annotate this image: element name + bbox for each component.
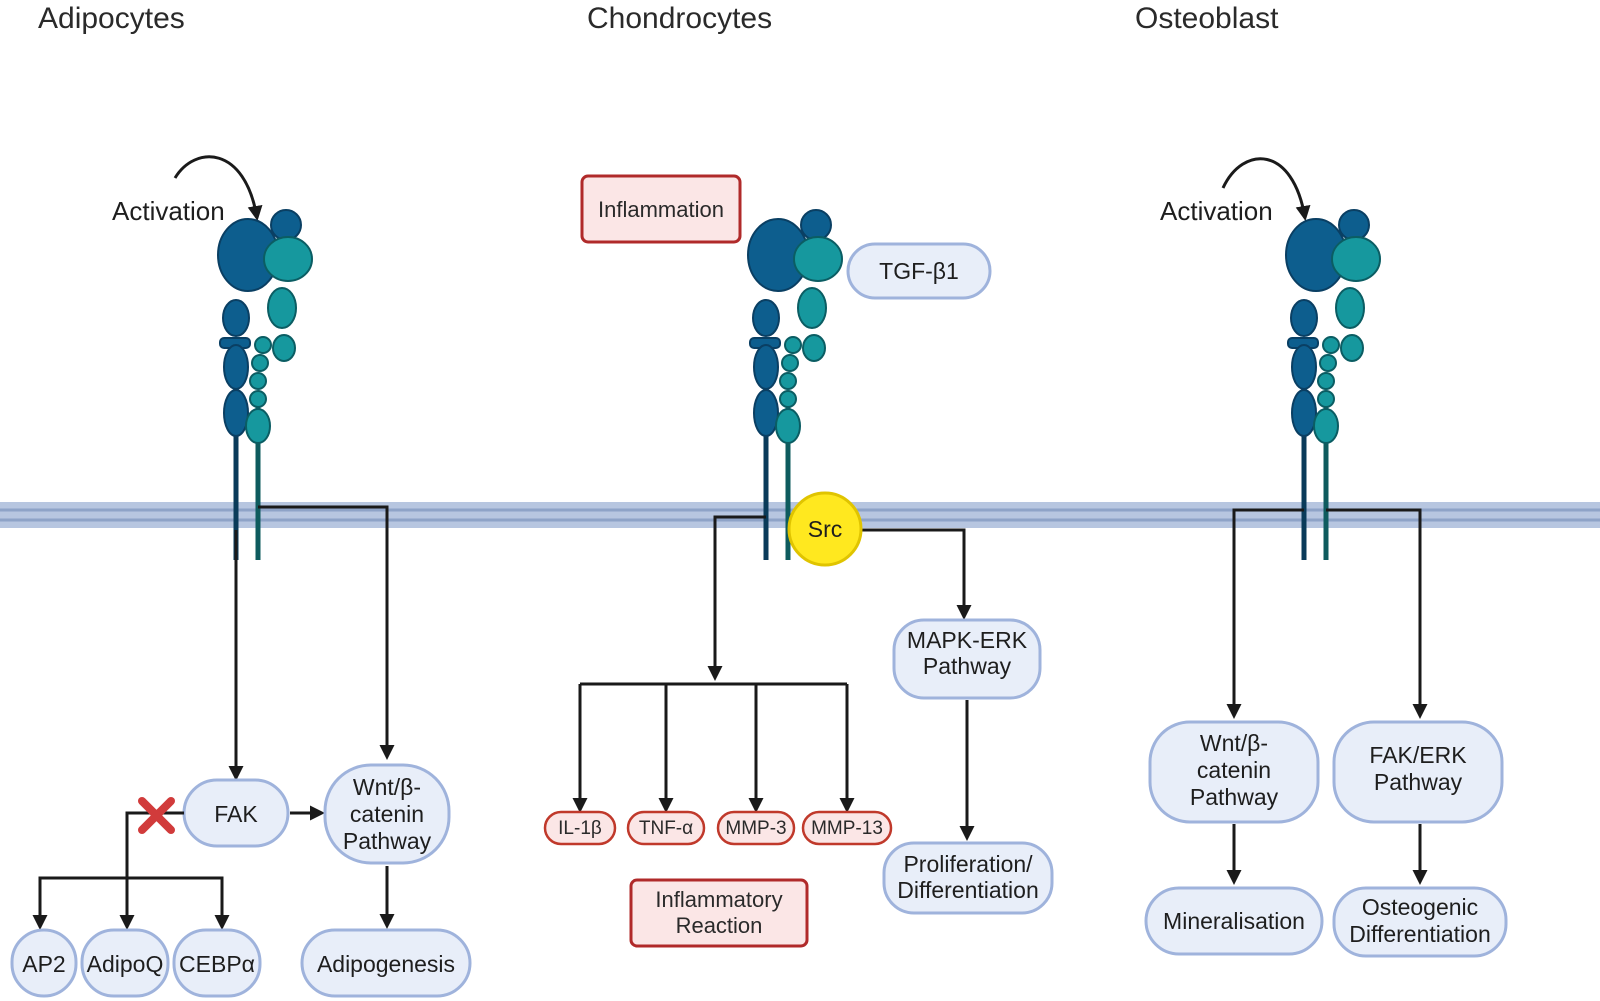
activation-label: Activation xyxy=(112,196,225,226)
adipogenesis-label: Adipogenesis xyxy=(317,951,455,977)
cytokine-node-tnfa xyxy=(626,810,706,846)
osteogenic-label-line2: Differentiation xyxy=(1349,921,1491,947)
arrow-to-cytokines xyxy=(707,515,766,681)
column-title-osteoblast: Osteoblast xyxy=(1135,2,1279,35)
activation-arrow xyxy=(173,155,263,221)
src-label: Src xyxy=(808,516,843,542)
wnt-label-line3: Pathway xyxy=(1190,784,1279,810)
activation-label: Activation xyxy=(1160,196,1273,226)
proliferation-node xyxy=(882,841,1054,915)
cytokine-label-mmp13: MMP-13 xyxy=(811,818,883,839)
inflammation-label: Inflammation xyxy=(598,197,724,222)
inflammation-box xyxy=(580,174,742,244)
adipocytes-column: Activation FAK Wnt/β- catenin Pathway Ad… xyxy=(10,155,472,998)
osteogenic-node xyxy=(1332,886,1508,958)
osteogenic-label-line1: Osteogenic xyxy=(1362,894,1478,920)
wnt-label-line2: catenin xyxy=(350,801,424,827)
mapk-label-line1: MAPK-ERK xyxy=(907,627,1028,653)
target-node-ap2 xyxy=(10,928,78,998)
cytokine-label-mmp3: MMP-3 xyxy=(725,818,786,839)
chondrocytes-column: Inflammation TGF-β1 Src MAPK-ERK Pathway… xyxy=(543,174,1054,948)
branch-to-ap2 xyxy=(32,876,127,930)
cytokine-node-mmp13 xyxy=(801,810,893,846)
target-label-ap2: AP2 xyxy=(22,951,65,977)
cytokine-node-il1b xyxy=(543,810,617,846)
inflammatory-reaction-box xyxy=(629,878,809,948)
wnt-label-line1: Wnt/β- xyxy=(353,774,421,800)
tgf-beta1-node xyxy=(846,242,992,300)
wnt-label-line3: Pathway xyxy=(343,828,432,854)
target-node-cebpa xyxy=(172,928,262,998)
cytokine-label-il1b: IL-1β xyxy=(558,818,602,839)
arrow-to-fak-erk xyxy=(1326,508,1428,719)
prolif-label-line2: Differentiation xyxy=(897,877,1039,903)
target-label-adipoq: AdipoQ xyxy=(87,951,164,977)
wnt-label-line1: Wnt/β- xyxy=(1200,730,1268,756)
cytokine-node-mmp3 xyxy=(716,810,796,846)
red-x-icon xyxy=(138,797,175,834)
target-label-cebpa: CEBPα xyxy=(179,951,255,977)
inhibited-branch-line xyxy=(119,811,184,930)
adipogenesis-node xyxy=(300,928,472,998)
target-node-adipoq xyxy=(80,928,170,998)
arrow-to-mapk xyxy=(856,528,972,620)
tgf-beta1-label: TGF-β1 xyxy=(879,258,959,284)
reaction-label-line2: Reaction xyxy=(676,913,763,938)
wnt-label-line2: catenin xyxy=(1197,757,1271,783)
osteoblast-column: Activation Wnt/β- catenin Pathway FAK/ER… xyxy=(1144,157,1508,958)
fak-erk-node xyxy=(1332,720,1504,824)
src-node xyxy=(787,491,863,567)
column-title-chondrocytes: Chondrocytes xyxy=(587,2,772,35)
activation-arrow xyxy=(1221,157,1311,221)
wnt-pathway-node xyxy=(323,763,451,865)
prolif-label-line1: Proliferation/ xyxy=(903,851,1033,877)
fak-label: FAK xyxy=(214,801,258,827)
arrow-to-wnt xyxy=(258,505,395,760)
mapk-label-line2: Pathway xyxy=(923,653,1012,679)
wnt-pathway-node xyxy=(1148,720,1320,824)
column-title-adipocytes: Adipocytes xyxy=(38,2,185,35)
mineralisation-node xyxy=(1144,886,1324,956)
branch-to-cebpa xyxy=(127,876,230,930)
arrow-to-wnt xyxy=(1226,508,1304,719)
mapk-erk-node xyxy=(892,618,1042,700)
reaction-label-line1: Inflammatory xyxy=(655,887,782,912)
fak-erk-label-line1: FAK/ERK xyxy=(1369,742,1467,768)
cytokine-label-tnfa: TNF-α xyxy=(639,818,693,839)
fak-erk-label-line2: Pathway xyxy=(1374,769,1463,795)
mineralisation-label: Mineralisation xyxy=(1163,908,1305,934)
